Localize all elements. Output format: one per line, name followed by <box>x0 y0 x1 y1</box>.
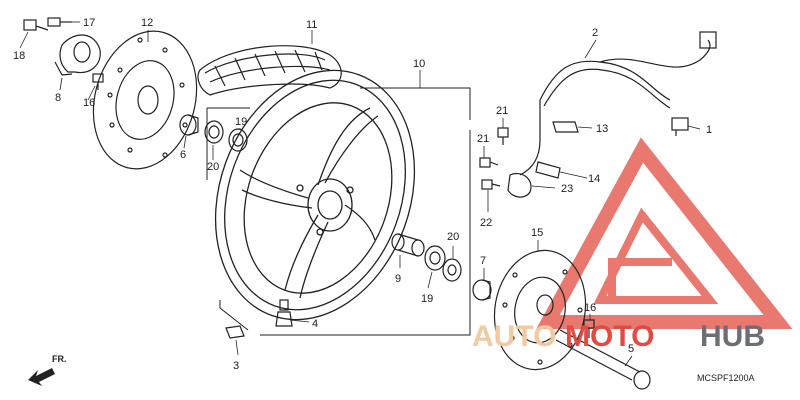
watermark-text: AUTO MOTO HUB <box>472 320 765 353</box>
diagram-code: MCSPF1200A <box>697 373 755 383</box>
air-valve-4 <box>275 299 293 327</box>
speed-sensor-23 <box>507 172 532 198</box>
watermark-logo <box>536 137 793 329</box>
bolt-21-upper <box>497 127 509 145</box>
front-direction-arrow-icon: FR. <box>28 354 67 386</box>
wheel-rim <box>214 69 416 321</box>
tire-11 <box>197 45 342 96</box>
bolt-21-lower <box>479 157 499 168</box>
bolt-18 <box>23 19 49 31</box>
clamp-1 <box>671 117 689 136</box>
label-part-8: 8 <box>55 92 61 104</box>
collar-6 <box>179 114 199 136</box>
bearing-19-right <box>424 245 446 271</box>
label-part-13: 13 <box>596 123 608 135</box>
watermark-text-hub: HUB <box>700 320 765 353</box>
bearing-19-left <box>228 128 248 152</box>
label-part-14: 14 <box>588 173 600 185</box>
bolt-16-right <box>583 319 595 338</box>
label-part-17: 17 <box>83 17 95 29</box>
label-part-5: 5 <box>628 343 634 355</box>
bolt-22 <box>481 179 501 190</box>
label-part-16-left: 16 <box>83 97 95 109</box>
label-part-2: 2 <box>592 27 598 39</box>
watermark-text-auto: AUTO <box>472 320 556 353</box>
label-part-6: 6 <box>180 149 186 161</box>
label-part-19-right: 19 <box>421 293 433 305</box>
label-part-16-right: 16 <box>584 302 596 314</box>
label-part-12: 12 <box>141 17 153 29</box>
bolt-17 <box>47 17 72 27</box>
direction-label: FR. <box>52 354 67 364</box>
label-part-7: 7 <box>480 255 486 267</box>
label-part-22: 22 <box>480 217 492 229</box>
label-part-18: 18 <box>13 50 25 62</box>
brake-disc-left-12 <box>92 30 198 170</box>
front-axle-5 <box>555 329 651 390</box>
label-part-10: 10 <box>413 58 425 70</box>
distance-collar-9 <box>391 233 425 257</box>
cable-clip-14 <box>535 161 561 179</box>
wheel-speed-sensor-cable-2 <box>519 31 717 176</box>
dust-seal-20-left <box>204 120 224 144</box>
cable-clip-13 <box>552 121 579 133</box>
label-part-15: 15 <box>531 227 543 239</box>
label-part-21-upper: 21 <box>496 105 508 117</box>
label-part-21-lower: 21 <box>477 133 489 145</box>
balance-weight-3 <box>225 325 245 339</box>
label-part-1: 1 <box>706 124 712 136</box>
pulser-ring-8 <box>54 34 101 76</box>
wheel-assembly-frame <box>206 87 471 336</box>
label-part-4: 4 <box>312 318 318 330</box>
label-part-20-right: 20 <box>447 231 459 243</box>
dust-seal-20-right <box>442 258 462 282</box>
label-part-20-left: 20 <box>207 161 219 173</box>
leader-lines <box>19 21 701 367</box>
label-part-9: 9 <box>395 273 401 285</box>
label-part-19-left: 19 <box>235 116 247 128</box>
bolt-16-left <box>92 73 104 90</box>
label-part-3: 3 <box>233 360 239 372</box>
part-labels: 17 18 12 8 16 6 19 20 11 10 2 1 13 14 23… <box>13 17 712 372</box>
brake-disc-right-15 <box>493 249 587 371</box>
collar-7 <box>472 279 492 301</box>
label-part-11: 11 <box>306 19 317 31</box>
label-part-23: 23 <box>561 183 573 195</box>
watermark-text-moto: MOTO <box>565 320 654 353</box>
